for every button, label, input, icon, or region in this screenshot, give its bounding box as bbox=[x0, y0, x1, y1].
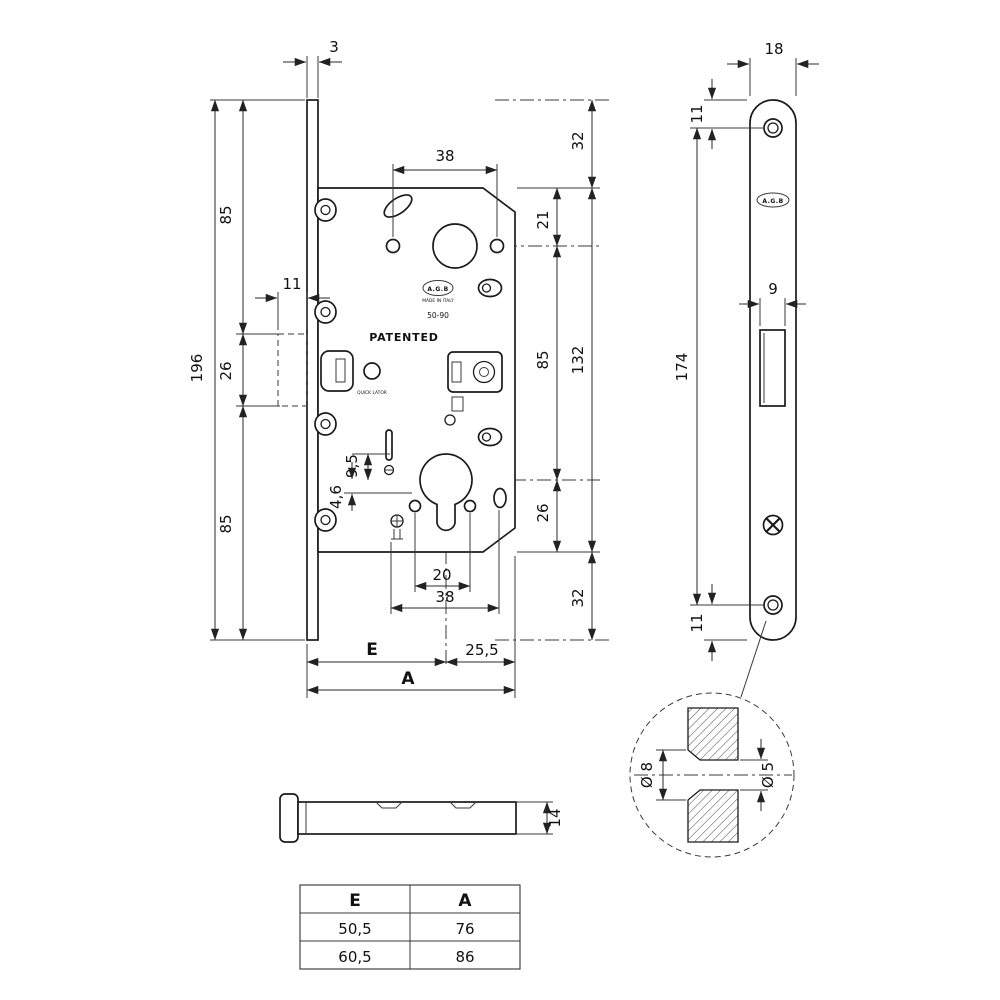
dim-latch-thickness: 14 bbox=[546, 808, 564, 827]
plate-brand-oval bbox=[756, 192, 790, 208]
quick-text: QUICK LATOR bbox=[357, 390, 387, 396]
dim-bottom-span-inner: 20 bbox=[432, 566, 451, 584]
latch-head bbox=[279, 793, 299, 843]
dim-top-margin: 32 bbox=[569, 131, 587, 150]
dim-height-bottom: 85 bbox=[217, 514, 235, 533]
dim-latch-opening: 9 bbox=[768, 280, 778, 298]
follower-dashed-outline bbox=[277, 333, 308, 407]
lock-body-dimensions: 3 196 85 26 85 11 38 21 85 26 bbox=[188, 38, 600, 698]
spring-detail bbox=[444, 396, 464, 426]
dim-holes-to-cylinder: 85 bbox=[534, 350, 552, 369]
cylinder-screw-hole-right bbox=[463, 499, 477, 513]
lock-body-view: A.G.B MADE IN ITALY 50-90 PATENTED QUICK… bbox=[188, 38, 612, 698]
section-block-top bbox=[687, 707, 739, 761]
dim-total-height: 196 bbox=[188, 354, 206, 383]
latch-notch-2 bbox=[449, 801, 477, 809]
latch-follower: QUICK LATOR bbox=[320, 350, 387, 396]
dim-height-top: 85 bbox=[217, 205, 235, 224]
section-block-bottom bbox=[687, 789, 739, 843]
dim-hole-span: 174 bbox=[673, 353, 691, 382]
top-slot bbox=[383, 194, 413, 218]
table-cell-e2: 60,5 bbox=[338, 948, 371, 966]
bottom-screw-hole bbox=[763, 595, 783, 615]
made-in-text: MADE IN ITALY bbox=[422, 298, 454, 304]
fixing-screw-detail bbox=[390, 514, 404, 540]
latch-side-view: 14 bbox=[279, 793, 564, 843]
dim-bottom-hole-offset: 11 bbox=[688, 613, 706, 632]
spindle-hole bbox=[432, 223, 478, 269]
euro-cylinder-hole bbox=[419, 453, 473, 532]
detail-leader-line bbox=[740, 620, 767, 698]
dim-follower-width: 11 bbox=[282, 275, 301, 293]
dim-case-height: 132 bbox=[569, 346, 587, 375]
dim-case-top-to-holes: 21 bbox=[534, 210, 552, 229]
handle-screw-hole-right bbox=[489, 238, 505, 254]
cylinder-screw-hole-left bbox=[408, 499, 422, 513]
table-header-e: E bbox=[349, 891, 361, 911]
detail-boundary-circle bbox=[629, 692, 795, 858]
dim-cylinder-to-bottom: 26 bbox=[534, 503, 552, 522]
side-oval-hole bbox=[493, 487, 507, 509]
dim-backset: E bbox=[366, 640, 378, 660]
front-plate-view: A.G.B 18 11 174 9 11 bbox=[673, 40, 819, 698]
adjuster-bottom bbox=[477, 427, 503, 447]
brand-text: A.G.B bbox=[427, 286, 448, 293]
dim-countersink-outer: Ø 8 bbox=[638, 762, 656, 788]
model-text: 50-90 bbox=[427, 311, 449, 320]
brand-stamp: A.G.B MADE IN ITALY 50-90 bbox=[422, 280, 454, 320]
phillips-screw bbox=[762, 514, 784, 536]
dim-offset-4-6: 4,6 bbox=[327, 485, 345, 509]
table-cell-a1: 76 bbox=[455, 920, 474, 938]
brand-oval bbox=[422, 280, 454, 296]
front-plate-dimensions: 18 11 174 9 11 bbox=[673, 40, 819, 661]
plate-brand-text: A.G.B bbox=[762, 198, 783, 205]
fixing-tabs bbox=[314, 198, 337, 532]
dim-bottom-margin: 32 bbox=[569, 588, 587, 607]
table-cell-a2: 86 bbox=[455, 948, 474, 966]
table-cell-e1: 50,5 bbox=[338, 920, 371, 938]
latch-body bbox=[297, 801, 517, 835]
dim-depth: A bbox=[401, 669, 415, 689]
guide-pin bbox=[383, 429, 395, 476]
dim-countersink-inner: Ø 5 bbox=[759, 762, 777, 788]
dim-plate-thickness: 3 bbox=[329, 38, 339, 56]
dim-handle-holes-span: 38 bbox=[435, 147, 454, 165]
top-screw-hole bbox=[763, 118, 783, 138]
faceplate bbox=[306, 99, 319, 641]
dim-bottom-span-outer: 38 bbox=[435, 588, 454, 606]
dim-axis-to-edge: 25,5 bbox=[465, 641, 498, 659]
patented-text: PATENTED bbox=[369, 331, 438, 344]
countersink-detail-view: Ø 8 Ø 5 bbox=[629, 692, 795, 858]
magnet-housing bbox=[447, 351, 503, 393]
dim-plate-width: 18 bbox=[764, 40, 783, 58]
adjuster-top bbox=[477, 278, 503, 298]
size-table: E A 50,5 76 60,5 86 bbox=[299, 884, 521, 970]
latch-notch-1 bbox=[375, 801, 403, 809]
handle-screw-hole-left bbox=[385, 238, 401, 254]
dim-height-mid: 26 bbox=[217, 361, 235, 380]
dim-top-hole-offset: 11 bbox=[688, 104, 706, 123]
table-header-a: A bbox=[458, 891, 472, 911]
